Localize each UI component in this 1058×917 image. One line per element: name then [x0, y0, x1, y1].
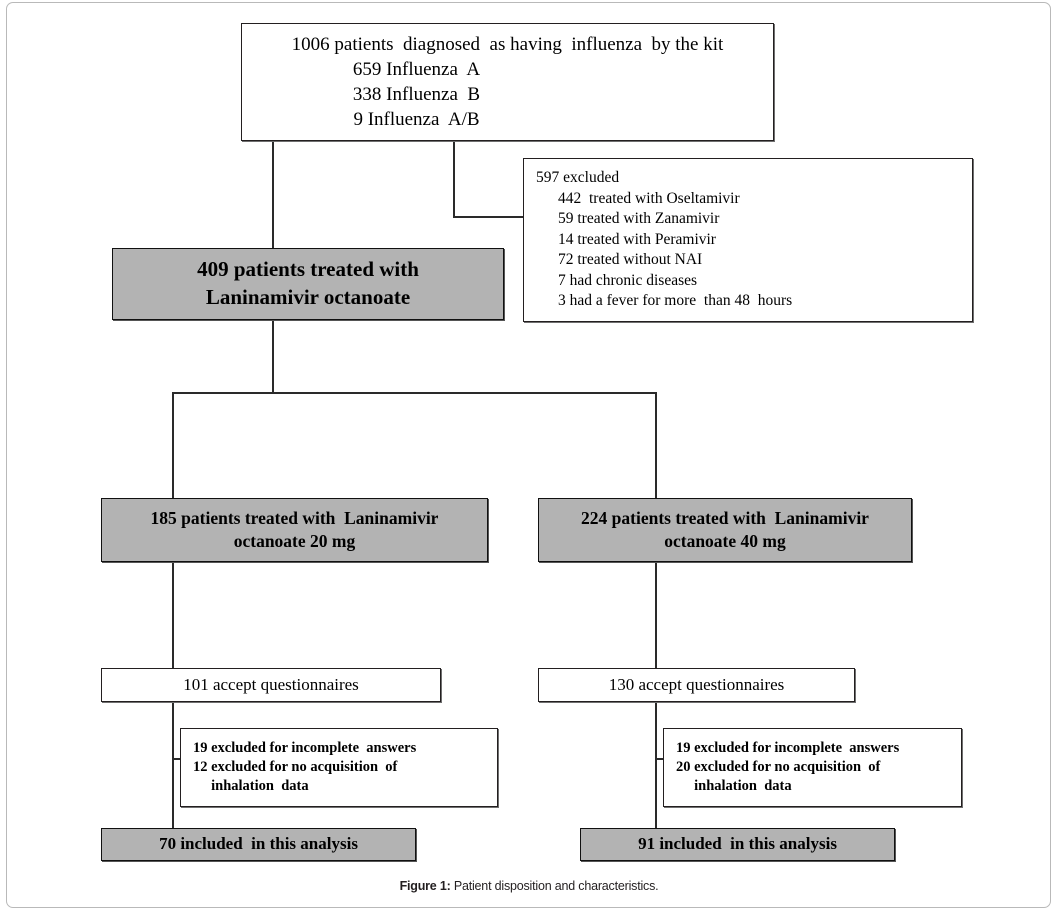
- node-enrolled-line-1: 1006 patients diagnosed as having influe…: [291, 33, 724, 55]
- connector-quest40-to-excl40: [655, 758, 663, 760]
- node-enrolled-line-4: 9 Influenza A/B: [353, 109, 480, 131]
- node-final-40mg: 91 included in this analysis: [580, 828, 895, 861]
- connector-quest40-to-final40: [655, 701, 657, 828]
- node-excluded-line-4: 14 treated with Peramivir: [558, 230, 716, 248]
- node-arm-20mg: 185 patients treated with Laninamivir oc…: [101, 498, 488, 562]
- connector-arm40-to-quest40: [655, 562, 657, 670]
- figure-caption-label: Figure 1:: [399, 879, 451, 893]
- figure-caption: Figure 1: Patient disposition and charac…: [0, 879, 1058, 893]
- node-treated-line-2: Laninamivir octanoate: [205, 285, 411, 309]
- node-excluded-40mg-line-1: 19 excluded for incomplete answers: [676, 739, 900, 756]
- node-excluded-40mg-line-2: 20 excluded for no acquisition of: [676, 758, 881, 775]
- node-excluded-line-7: 3 had a fever for more than 48 hours: [558, 292, 793, 310]
- node-questionnaires-40mg: 130 accept questionnaires: [538, 668, 855, 702]
- connector-split-to-arm20: [172, 392, 174, 500]
- node-enrolled-line-3: 338 Influenza B: [352, 84, 481, 105]
- node-excluded-line-3: 59 treated with Zanamivir: [558, 210, 720, 228]
- node-excluded-20mg-line-2: 12 excluded for no acquisition of: [193, 758, 398, 775]
- node-excluded-20mg-line-1: 19 excluded for incomplete answers: [193, 739, 417, 756]
- node-questionnaires-20mg: 101 accept questionnaires: [101, 668, 441, 702]
- connector-enrolled-to-excluded-horizontal: [453, 216, 524, 218]
- node-excluded-20mg-line-3: inhalation data: [193, 778, 309, 795]
- connector-enrolled-to-excluded-vertical: [453, 140, 455, 218]
- node-excluded-line-1: 597 excluded: [536, 169, 620, 187]
- node-final-40mg-line-1: 91 included in this analysis: [638, 834, 837, 854]
- node-arm-40mg-line-2: octanoate 40 mg: [664, 531, 786, 551]
- node-final-20mg: 70 included in this analysis: [101, 828, 416, 861]
- node-questionnaires-40mg-line-1: 130 accept questionnaires: [608, 674, 785, 694]
- node-treated-line-1: 409 patients treated with: [197, 257, 419, 282]
- node-excluded-20mg: 19 excluded for incomplete answers 12 ex…: [180, 728, 498, 807]
- connector-split-to-arm40: [655, 392, 657, 500]
- node-enrolled-line-2: 659 Influenza A: [352, 58, 481, 80]
- figure-caption-text: Patient disposition and characteristics.: [450, 879, 659, 893]
- connector-enrolled-to-treated: [272, 140, 274, 250]
- connector-quest20-to-excl20: [172, 758, 180, 760]
- node-treated: 409 patients treated with Laninamivir oc…: [112, 248, 504, 320]
- node-final-20mg-line-1: 70 included in this analysis: [159, 834, 358, 854]
- node-excluded-40mg-line-3: inhalation data: [676, 778, 792, 795]
- node-excluded-line-6: 7 had chronic diseases: [558, 271, 698, 289]
- connector-arm20-to-quest20: [172, 562, 174, 670]
- node-arm-40mg: 224 patients treated with Laninamivir oc…: [538, 498, 912, 562]
- node-arm-20mg-line-2: octanoate 20 mg: [233, 531, 356, 551]
- node-questionnaires-20mg-line-1: 101 accept questionnaires: [183, 674, 359, 694]
- connector-treated-to-split: [272, 320, 274, 394]
- node-arm-20mg-line-1: 185 patients treated with Laninamivir: [150, 507, 439, 528]
- connector-split-bar: [172, 392, 657, 394]
- node-excluded-line-5: 72 treated without NAI: [558, 251, 703, 269]
- node-arm-40mg-line-1: 224 patients treated with Laninamivir: [581, 507, 869, 528]
- node-excluded: 597 excluded 442 treated with Oseltamivi…: [523, 158, 973, 322]
- connector-quest20-to-final20: [172, 701, 174, 828]
- node-excluded-40mg: 19 excluded for incomplete answers 20 ex…: [663, 728, 962, 807]
- node-excluded-line-2: 442 treated with Oseltamivir: [558, 189, 740, 207]
- node-enrolled: 1006 patients diagnosed as having influe…: [241, 23, 774, 141]
